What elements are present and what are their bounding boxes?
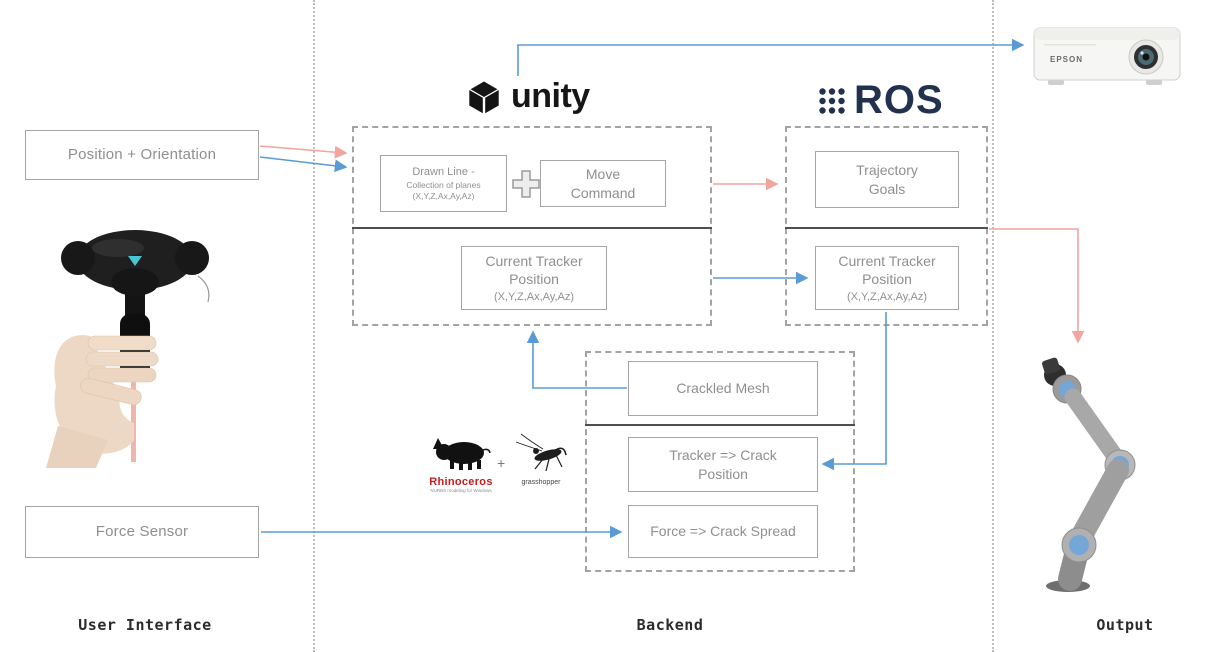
drawn-line-coords: (X,Y,Z,Ax,Ay,Az) <box>412 191 475 202</box>
separator-backend-output <box>992 0 994 652</box>
ros-current-tracker-coords: (X,Y,Z,Ax,Ay,Az) <box>846 291 928 304</box>
logo-plus-label: + <box>497 455 506 471</box>
rhinoceros-wordmark: Rhinoceros <box>429 476 493 488</box>
grasshopper-icon <box>515 433 567 472</box>
projector-brand-label: EPSON <box>1050 55 1083 64</box>
ros-divider <box>785 227 988 229</box>
rhinoceros-tagline: NURBS modeling for Windows <box>430 488 492 493</box>
rhinoceros-icon <box>433 438 491 470</box>
unity-wordmark: unity <box>511 76 590 115</box>
crackled-mesh-node: Crackled Mesh <box>628 361 818 416</box>
drawn-line-sub: Collection of planes <box>406 180 481 191</box>
arrow-unity-to-projector <box>517 38 1025 76</box>
unity-divider <box>352 227 712 229</box>
unity-group-box <box>352 126 712 326</box>
vive-tracker-photo <box>46 230 210 468</box>
section-label-user-interface: User Interface <box>40 614 250 636</box>
tracker-logo-light <box>128 256 142 266</box>
robot-shoulder-joint <box>1069 535 1089 555</box>
ros-dots-icon <box>819 87 845 114</box>
arrow-position-to-unity-red <box>259 145 348 159</box>
drawn-line-title: Drawn Line - <box>412 165 475 178</box>
ros-current-tracker-label: Current Tracker Position <box>838 252 936 287</box>
trajectory-goals-label: Trajectory Goals <box>856 162 918 197</box>
robot-arm-image <box>1042 357 1136 592</box>
move-command-label: Move Command <box>570 166 636 201</box>
unity-logo: unity <box>464 76 590 116</box>
position-orientation-node: Position + Orientation <box>25 130 259 180</box>
arrow-ros-to-robot <box>989 228 1085 344</box>
tracker-crack-position-label: Tracker => Crack Position <box>669 447 777 482</box>
arrow-position-to-unity-blue <box>259 156 348 173</box>
crackled-mesh-label: Crackled Mesh <box>676 380 770 397</box>
section-label-output: Output <box>1030 614 1213 636</box>
separator-user-interface-backend <box>313 0 315 652</box>
grasshopper-wordmark: grasshopper <box>521 479 561 486</box>
tracker-crack-position-node: Tracker => Crack Position <box>628 437 818 492</box>
tracker-cable <box>197 275 210 303</box>
unity-current-tracker-label: Current Tracker Position <box>485 252 583 287</box>
tracker-stylus-tip <box>131 376 136 462</box>
ros-wordmark: ROS <box>854 78 944 122</box>
backend-text: Backend <box>636 616 704 634</box>
plus-icon <box>512 170 540 198</box>
rhino-divider <box>585 424 855 426</box>
force-crack-spread-node: Force => Crack Spread <box>628 505 818 558</box>
drawn-line-node: Drawn Line - Collection of planes (X,Y,Z… <box>380 155 507 212</box>
trajectory-goals-node: Trajectory Goals <box>815 151 959 208</box>
position-orientation-label: Position + Orientation <box>67 146 217 164</box>
unity-current-tracker-node: Current Tracker Position (X,Y,Z,Ax,Ay,Az… <box>461 246 607 310</box>
force-sensor-node: Force Sensor <box>25 506 259 558</box>
unity-current-tracker-coords: (X,Y,Z,Ax,Ay,Az) <box>493 291 575 304</box>
move-command-node: Move Command <box>540 160 666 207</box>
user-interface-text: User Interface <box>78 616 212 634</box>
unity-emblem-icon <box>469 81 499 114</box>
ros-logo: ROS <box>818 78 944 123</box>
grasshopper-logo: grasshopper <box>510 430 572 486</box>
section-label-backend: Backend <box>570 614 770 636</box>
force-crack-spread-label: Force => Crack Spread <box>650 523 796 540</box>
output-text: Output <box>1096 616 1154 634</box>
projector-image: EPSON <box>1033 27 1181 85</box>
rhinoceros-logo: Rhinoceros NURBS modeling for Windows <box>426 436 496 493</box>
ros-current-tracker-node: Current Tracker Position (X,Y,Z,Ax,Ay,Az… <box>815 246 959 310</box>
force-sensor-label: Force Sensor <box>95 523 189 541</box>
